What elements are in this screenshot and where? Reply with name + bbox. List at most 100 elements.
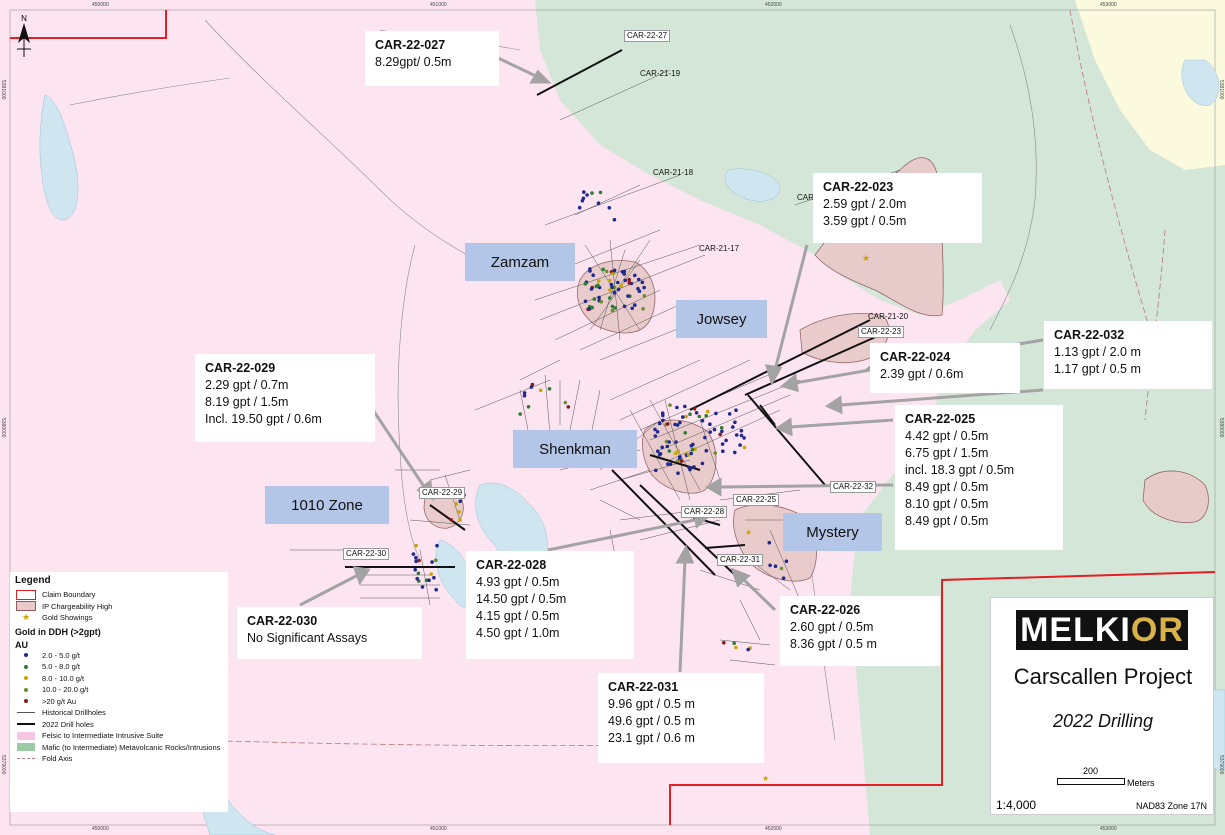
gold-assay-dot <box>637 289 642 294</box>
gold-assay-dot <box>697 414 702 419</box>
hole-label: CAR-22-25 <box>733 494 780 506</box>
callout-line: 2.60 gpt / 0.5m <box>790 620 874 634</box>
callout-line: 49.6 gpt / 0.5 m <box>608 714 695 728</box>
callout-line: 2.59 gpt / 2.0m <box>823 197 907 211</box>
hole-label: CAR-22-23 <box>858 326 905 338</box>
gold-assay-dot <box>713 451 718 455</box>
gold-assay-dot <box>414 555 418 560</box>
dot-icon <box>15 664 37 669</box>
gold-assay-dot <box>563 400 568 405</box>
legend: Legend Claim Boundary IP Chargeability H… <box>10 572 228 812</box>
gold-assay-dot <box>664 439 669 444</box>
gold-assay-dot <box>608 288 612 292</box>
gold-assay-dot <box>679 459 684 463</box>
gold-assay-dot <box>616 287 621 292</box>
dot-icon <box>15 653 37 658</box>
gold-assay-dot <box>673 451 678 456</box>
gold-assay-dot <box>700 418 705 423</box>
gold-assay-dot <box>598 190 603 195</box>
gold-assay-dot <box>665 422 670 426</box>
legend-title: Legend <box>15 575 51 586</box>
gold-assay-dot <box>588 269 592 273</box>
gold-assay-dot <box>690 447 695 452</box>
gold-assay-dot <box>616 280 620 285</box>
callout-car-22-028: CAR-22-028 4.93 gpt / 0.5m 14.50 gpt / 0… <box>466 551 634 659</box>
gold-assay-dot <box>622 304 627 309</box>
callout-title: CAR-22-027 <box>375 38 446 52</box>
gold-assay-dot <box>720 442 725 446</box>
lake-west <box>39 94 79 221</box>
gold-assay-dot <box>596 201 601 205</box>
callout-line: 9.96 gpt / 0.5 m <box>608 697 695 711</box>
gold-assay-dot <box>590 305 594 310</box>
callout-line: incl. 18.3 gpt / 0.5m <box>905 463 1015 477</box>
gold-assay-dot <box>734 408 738 413</box>
hole-label: CAR-22-30 <box>343 548 390 560</box>
gold-assay-dot <box>668 403 672 407</box>
callout-line: 6.75 gpt / 1.5m <box>905 446 989 460</box>
gold-assay-dot <box>589 287 594 291</box>
gold-assay-dot <box>688 467 692 472</box>
callout-line: 8.29gpt/ 0.5m <box>375 55 452 69</box>
gold-assay-dot <box>746 647 750 652</box>
yellow-unit-area <box>1075 0 1225 170</box>
zone-label-mystery: Mystery <box>783 513 882 551</box>
legend-label: 8.0 - 10.0 g/t <box>42 673 85 683</box>
gold-assay-dot <box>727 412 732 416</box>
callout-car-22-023: CAR-22-023 2.59 gpt / 2.0m 3.59 gpt / 0.… <box>813 173 982 243</box>
north-arrow: N <box>14 14 34 62</box>
gold-assay-dot <box>610 285 614 290</box>
hole-label: CAR-22-31 <box>717 554 764 566</box>
gold-assay-dot <box>691 442 695 447</box>
gold-assay-dot <box>458 518 462 522</box>
callout-line: 4.42 gpt / 0.5m <box>905 429 989 443</box>
callout-car-22-030: CAR-22-030 No Significant Assays <box>237 607 422 659</box>
gold-assay-dot <box>619 283 623 288</box>
scale-value: 200 <box>1083 766 1099 776</box>
gold-assay-dot <box>656 449 660 454</box>
gold-assay-dot <box>604 269 609 274</box>
gold-assay-dot <box>724 438 728 443</box>
gold-assay-dot <box>712 427 717 432</box>
gold-assay-dot <box>784 559 789 563</box>
legend-label: >20 g/t Au <box>42 696 76 706</box>
gold-assay-dot <box>688 412 692 417</box>
grid-tick-bottom: 450000 <box>92 826 109 832</box>
callout-car-22-024: CAR-22-024 2.39 gpt / 0.6m <box>870 343 1020 393</box>
gold-assay-dot <box>738 443 742 447</box>
thick-line-swatch <box>15 723 37 726</box>
legend-label: Mafic (to Intermediate) Metavolcanic Roc… <box>42 742 221 752</box>
gold-assay-dot <box>742 445 747 450</box>
callout-title: CAR-22-026 <box>790 603 861 617</box>
callout-line: 4.15 gpt / 0.5m <box>476 609 560 623</box>
callout-car-22-029: CAR-22-029 2.29 gpt / 0.7m 8.19 gpt / 1.… <box>195 354 375 442</box>
callout-line: 8.49 gpt / 0.5m <box>905 480 989 494</box>
callout-title: CAR-22-023 <box>823 180 894 194</box>
legend-label: IP Chargeability High <box>42 601 113 611</box>
callout-title: CAR-22-024 <box>880 350 951 364</box>
drillholes-2022 <box>345 49 881 576</box>
zone-label-jowsey: Jowsey <box>676 300 767 338</box>
gold-assay-dot <box>610 308 615 313</box>
gold-assay-dot <box>708 422 712 427</box>
gold-assay-dot <box>526 405 531 409</box>
grid-tick-bottom: 451000 <box>430 826 447 832</box>
gold-assay-dot <box>417 558 421 563</box>
lake-north <box>725 168 780 202</box>
gold-assay-dot <box>665 444 670 449</box>
gold-assay-dot <box>627 281 632 285</box>
callout-line: 3.59 gpt / 0.5m <box>823 214 907 228</box>
legend-item-gold-showings: ★ Gold Showings <box>15 612 223 624</box>
gold-assay-dot <box>413 567 418 572</box>
gold-assay-dot <box>721 449 725 454</box>
gold-assay-dot <box>692 407 697 411</box>
gold-assay-dot <box>530 382 535 387</box>
gold-assay-dot <box>640 280 645 285</box>
gold-assay-dot <box>676 449 680 453</box>
gold-assay-dot <box>630 306 634 311</box>
gold-assay-dot <box>427 578 431 582</box>
gold-assay-dot <box>414 559 418 564</box>
gold-assay-dot <box>414 543 419 548</box>
gold-assay-dot <box>667 440 671 444</box>
